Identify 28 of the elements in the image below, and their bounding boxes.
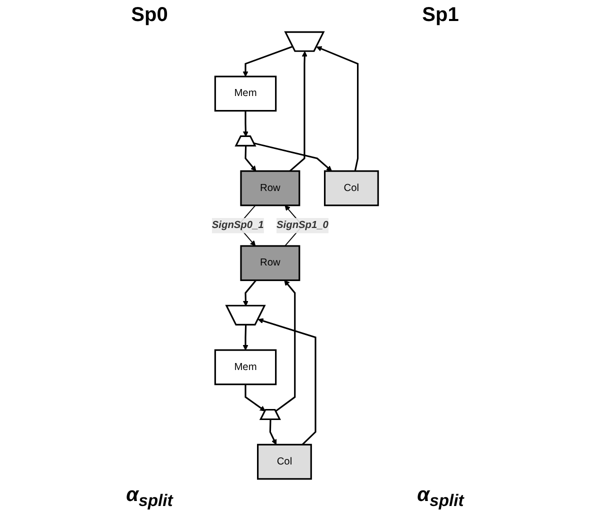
arrow	[244, 384, 266, 412]
node-box: Row	[240, 170, 300, 206]
arrow	[269, 420, 277, 445]
arrow	[242, 46, 294, 77]
arrow	[242, 324, 248, 350]
section-heading: Sp0	[131, 4, 168, 27]
arrow	[258, 318, 316, 446]
node-box: Row	[240, 245, 300, 282]
node-trapezoid	[284, 31, 325, 52]
arrow	[254, 142, 332, 172]
node-trapezoid	[234, 135, 256, 146]
node-trapezoid	[225, 304, 266, 326]
arrow	[242, 280, 257, 306]
parameter-label: α$_{split}$	[126, 484, 173, 511]
arrow	[275, 280, 296, 412]
node-box: Mem	[214, 76, 277, 112]
node-box: Col	[257, 444, 312, 480]
node-box: Col	[324, 170, 379, 206]
parameter-label: α$_{split}$	[417, 484, 464, 511]
section-heading: Sp1	[422, 4, 459, 27]
edge-label: SignSp0_1	[212, 220, 264, 231]
node-trapezoid	[259, 408, 281, 420]
arrow	[242, 110, 248, 137]
arrow	[316, 46, 359, 172]
edge-label: SignSp1_0	[276, 220, 328, 231]
node-box: Mem	[214, 349, 277, 386]
arrow	[244, 146, 256, 172]
arrow	[289, 51, 308, 172]
